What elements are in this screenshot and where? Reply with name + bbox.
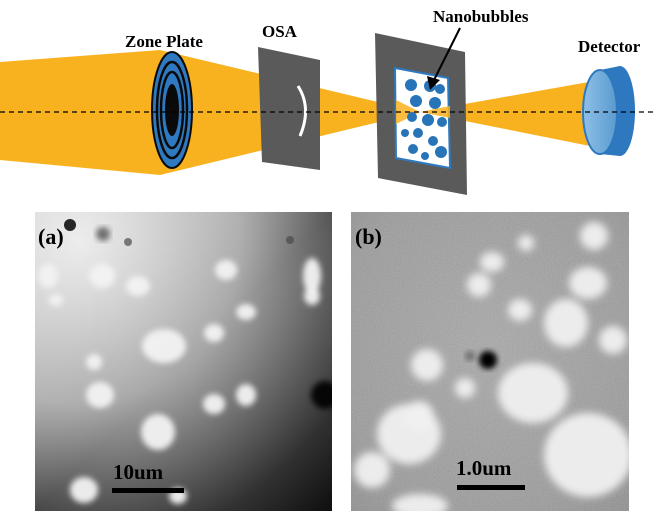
bubble-spot — [544, 413, 629, 497]
bubble-spots-a — [38, 258, 321, 504]
bubble-spot — [518, 235, 534, 251]
nanobubble — [437, 117, 447, 127]
nanobubbles-pointer-arrow — [427, 27, 461, 90]
nanobubble — [401, 129, 409, 137]
bubble-spot — [354, 452, 390, 488]
panel-a-scale-label: 10um — [113, 460, 164, 484]
bubble-spot — [142, 329, 186, 363]
bubble-spot — [580, 222, 608, 250]
bubble-spot — [89, 264, 115, 288]
nanobubble — [407, 112, 417, 122]
bubble-spot — [304, 287, 320, 305]
bubble-spot — [204, 324, 224, 342]
nanobubble — [435, 84, 445, 94]
panel-b-scale-label: 1.0um — [456, 456, 512, 480]
bubble-spot — [569, 267, 607, 299]
bubble-spot — [377, 404, 441, 464]
panel-a-letter: (a) — [38, 224, 64, 249]
micrograph-panel-b: (b) 1.0um — [351, 212, 629, 511]
detector-label: Detector — [578, 37, 641, 56]
osa-aperture — [258, 47, 320, 170]
nanobubble — [413, 128, 423, 138]
osa-label: OSA — [262, 22, 298, 41]
panel-b-letter: (b) — [355, 224, 382, 249]
bubble-spot — [38, 264, 58, 288]
nanobubble — [408, 144, 418, 154]
zone-plate-label: Zone Plate — [125, 32, 203, 51]
bubble-spot — [126, 276, 150, 296]
bubble-spot — [498, 363, 568, 423]
incident-x-ray-beam — [0, 50, 160, 175]
bubble-spot — [203, 394, 225, 414]
zone-plate — [151, 51, 193, 169]
nanobubble — [421, 152, 429, 160]
nanobubbles-label: Nanobubbles — [433, 7, 529, 26]
bubble-spot — [141, 414, 175, 450]
bubble-spots-b — [354, 222, 629, 511]
bubble-spot — [70, 477, 98, 503]
nanobubble — [410, 95, 422, 107]
bubble-spot — [236, 384, 256, 406]
micrograph-panel-a: (a) 10um — [35, 212, 332, 511]
nanobubble — [405, 79, 417, 91]
x-ray-microscope-schematic: Zone Plate OSA Nanobubbles Detector — [0, 7, 654, 195]
detector — [582, 66, 635, 156]
bubble-spot — [86, 382, 114, 408]
bubble-spot — [467, 273, 491, 297]
bubble-spot — [86, 354, 102, 370]
diverging-x-ray-beam — [420, 80, 600, 148]
nanobubble — [428, 136, 438, 146]
nanobubble — [429, 97, 441, 109]
bubble-spot — [215, 260, 237, 280]
bubble-spot — [392, 494, 448, 511]
bubble-spot — [544, 299, 588, 347]
bubble-spot — [599, 326, 627, 354]
panel-a-scale-bar — [112, 488, 184, 493]
nanobubble — [422, 114, 434, 126]
panel-b-scale-bar — [457, 485, 525, 490]
bubble-spot — [49, 294, 63, 306]
bubble-spot — [236, 304, 256, 320]
bubble-spot — [411, 349, 443, 381]
sample-frame — [375, 33, 467, 195]
bubble-spot — [455, 378, 475, 398]
bubble-spot — [480, 252, 504, 272]
bubble-spot — [508, 299, 532, 321]
bubble-spot — [303, 258, 321, 294]
nanobubble — [435, 146, 447, 158]
